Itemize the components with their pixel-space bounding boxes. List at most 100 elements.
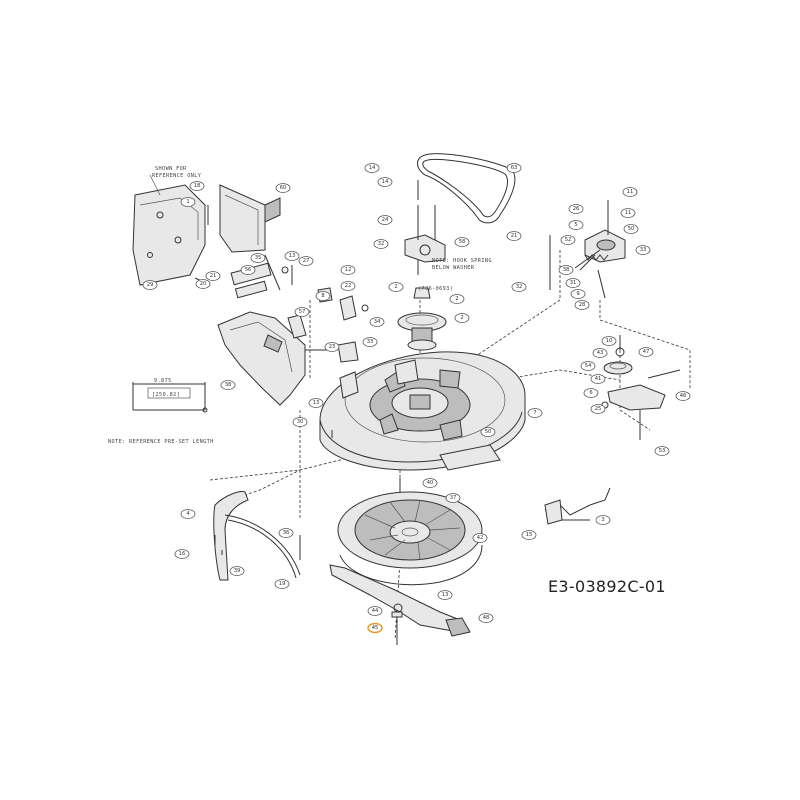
note-hook-line1: NOTE: HOOK SPRING [432, 258, 492, 264]
callout: 5 [568, 220, 584, 230]
tension-spring [574, 249, 609, 269]
svg-text:36: 36 [283, 530, 290, 536]
svg-text:27: 27 [303, 258, 310, 264]
svg-text:56: 56 [245, 267, 252, 273]
drive-belt [417, 153, 516, 224]
svg-text:20: 20 [200, 281, 207, 287]
note-reference-line1: SHOWN FOR [155, 166, 187, 172]
callout: 39 [229, 566, 245, 576]
callout: 60 [275, 183, 291, 193]
svg-text:19: 19 [279, 581, 286, 587]
callout: 54 [580, 361, 596, 371]
svg-text:50: 50 [485, 429, 492, 435]
svg-text:44: 44 [372, 608, 379, 614]
callout: 7 [527, 408, 543, 418]
callout: 6 [583, 388, 599, 398]
svg-text:2: 2 [455, 296, 458, 302]
callout: 57 [294, 307, 310, 317]
svg-text:15: 15 [526, 532, 533, 538]
svg-text:40: 40 [427, 480, 434, 486]
svg-text:43: 43 [597, 350, 604, 356]
svg-text:10: 10 [606, 338, 613, 344]
svg-text:9: 9 [576, 291, 579, 297]
callout: 9 [570, 289, 586, 299]
callout: 25 [590, 404, 606, 414]
callout: 11 [622, 187, 638, 197]
dim-mm: [250.82] [152, 392, 180, 398]
callout: 52 [560, 235, 576, 245]
svg-text:3: 3 [601, 517, 604, 523]
callout: 13 [284, 251, 300, 261]
baffle [213, 491, 301, 581]
callout: 31 [565, 278, 581, 288]
svg-text:48: 48 [483, 615, 490, 621]
callout: 38 [558, 265, 574, 275]
svg-text:14: 14 [369, 165, 376, 171]
svg-text:14: 14 [382, 179, 389, 185]
note-reference-line2: REFERENCE ONLY [152, 173, 202, 179]
svg-text:32: 32 [378, 241, 385, 247]
callout: 34 [369, 317, 385, 327]
svg-text:13: 13 [313, 400, 320, 406]
callout-highlighted: 45 [367, 622, 383, 634]
callout: 56 [240, 265, 256, 275]
svg-text:35: 35 [255, 255, 262, 261]
svg-text:46: 46 [680, 393, 687, 399]
callout: 4 [180, 509, 196, 519]
svg-text:24: 24 [382, 217, 389, 223]
svg-text:18: 18 [194, 183, 201, 189]
hook-spring-note: NOTE: HOOK SPRING BELOW WASHER [432, 258, 492, 271]
adjust-rod [544, 487, 611, 525]
callout: 24 [377, 215, 393, 225]
svg-text:1: 1 [186, 199, 189, 205]
svg-text:47: 47 [643, 349, 650, 355]
callout: 23 [324, 342, 340, 352]
callout: 42 [472, 533, 488, 543]
idler-arm-assembly [549, 200, 626, 299]
mower-blade [329, 564, 471, 637]
spindle-pulley [397, 287, 447, 351]
idler-bracket [404, 205, 446, 263]
svg-text:32: 32 [516, 284, 523, 290]
callout: 27 [298, 256, 314, 266]
svg-text:22: 22 [345, 283, 352, 289]
svg-text:2: 2 [460, 315, 463, 321]
callout: 13 [437, 590, 453, 600]
callout: 47 [638, 347, 654, 357]
note-preset-length: NOTE: REFERENCE PRE-SET LENGTH [108, 439, 214, 445]
svg-text:26: 26 [573, 206, 580, 212]
callout: 14 [377, 177, 393, 187]
fasteners [194, 180, 551, 560]
svg-text:13: 13 [289, 253, 296, 259]
svg-text:38: 38 [563, 267, 570, 273]
svg-text:57: 57 [299, 309, 306, 315]
svg-text:45: 45 [372, 625, 379, 631]
callout: 40 [422, 478, 438, 488]
svg-text:6: 6 [589, 390, 592, 396]
svg-text:29: 29 [147, 282, 154, 288]
callout: 43 [592, 348, 608, 358]
svg-text:23: 23 [329, 344, 336, 350]
svg-text:52: 52 [565, 237, 572, 243]
svg-text:33: 33 [640, 247, 647, 253]
svg-text:16: 16 [179, 551, 186, 557]
diagram-code: E3-03892C-01 [548, 577, 666, 596]
callout: 21 [205, 271, 221, 281]
callout: 28 [574, 300, 590, 310]
svg-text:30: 30 [297, 419, 304, 425]
callout: 13 [308, 398, 324, 408]
svg-text:13: 13 [442, 592, 449, 598]
callout: 8 [315, 291, 331, 301]
svg-text:31: 31 [570, 280, 577, 286]
svg-text:12: 12 [345, 267, 352, 273]
svg-text:39: 39 [234, 568, 241, 574]
callout: 10 [601, 336, 617, 346]
svg-text:33: 33 [367, 339, 374, 345]
callout: 33 [635, 245, 651, 255]
callout: 37 [445, 493, 461, 503]
callout: 22 [340, 281, 356, 291]
idler-pulley [601, 335, 681, 440]
svg-text:63: 63 [511, 165, 518, 171]
callout: 2 [449, 294, 465, 304]
svg-text:38: 38 [225, 382, 232, 388]
